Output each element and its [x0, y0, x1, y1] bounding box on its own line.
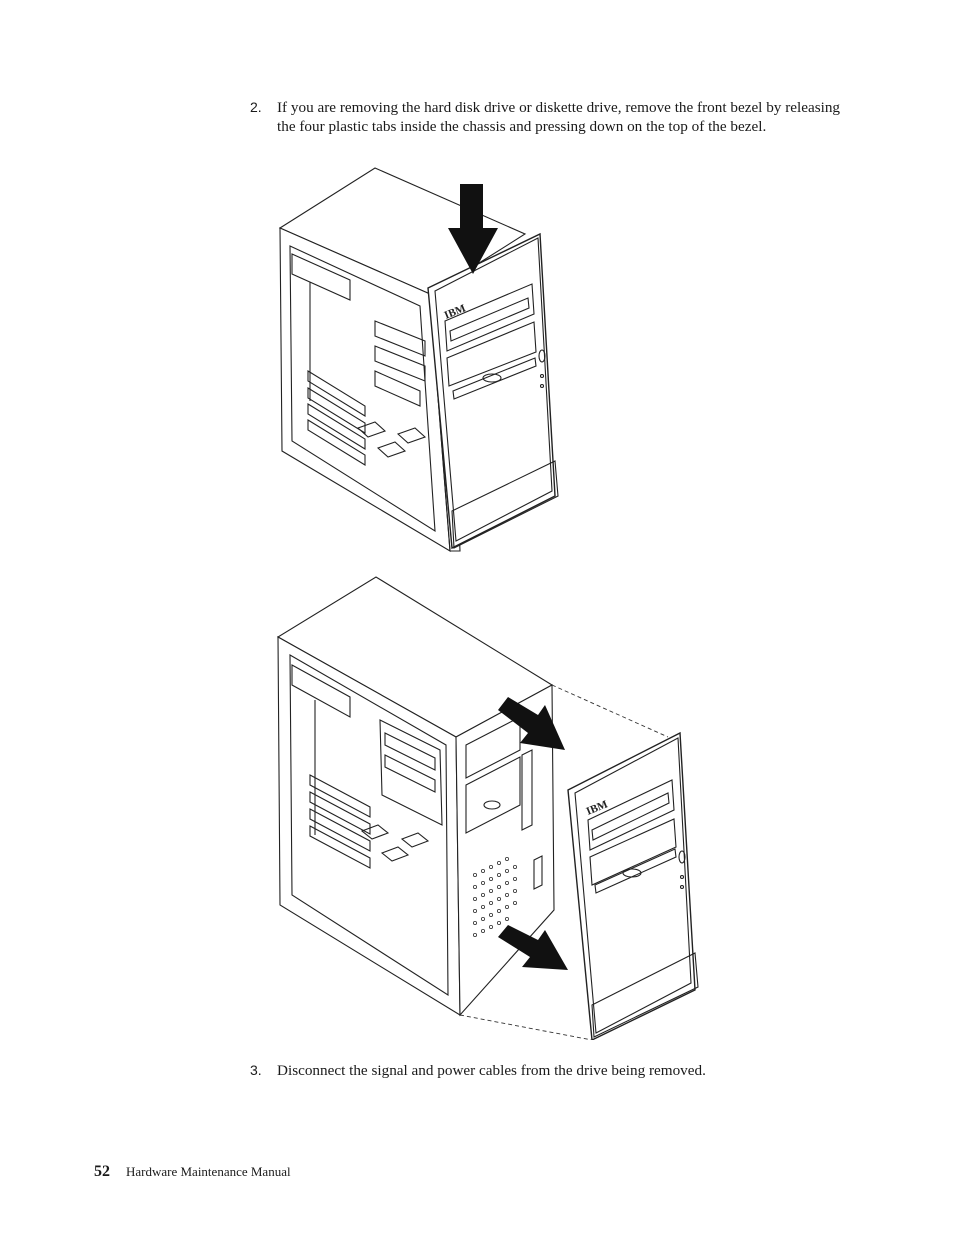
- step-number: 2.: [250, 99, 262, 115]
- pull-arrow-bottom-icon: [498, 925, 568, 970]
- step-2: 2. If you are removing the hard disk dri…: [250, 98, 850, 136]
- page-number: 52: [94, 1163, 110, 1180]
- step-number: 3.: [250, 1062, 262, 1078]
- pull-arrow-top-icon: [498, 697, 565, 750]
- step-text: Disconnect the signal and power cables f…: [277, 1062, 706, 1079]
- step-text: If you are removing the hard disk drive …: [277, 99, 841, 135]
- bezel-remove-figure: IBM: [276, 576, 699, 1040]
- page-footer: 52 Hardware Maintenance Manual: [94, 1163, 291, 1181]
- down-arrow-icon: [448, 184, 498, 274]
- manual-title: Hardware Maintenance Manual: [126, 1164, 291, 1179]
- bezel-press-figure: IBM: [278, 167, 559, 553]
- step-3: 3. Disconnect the signal and power cable…: [250, 1061, 850, 1080]
